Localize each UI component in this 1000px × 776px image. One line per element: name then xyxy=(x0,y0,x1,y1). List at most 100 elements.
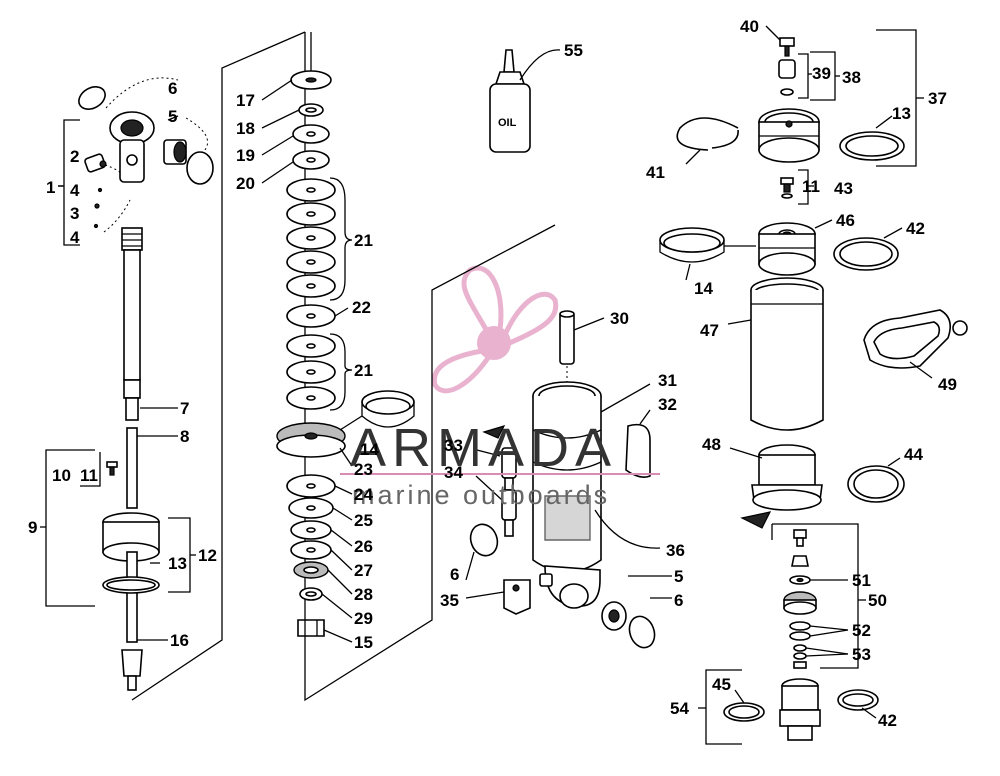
callout-11a: 11 xyxy=(80,466,98,485)
callout-20: 20 xyxy=(236,174,255,193)
shaft-7 xyxy=(121,227,143,421)
callout-3: 3 xyxy=(70,204,79,223)
ring-13-right xyxy=(839,131,905,161)
callout-12: 12 xyxy=(198,546,217,565)
callout-15: 15 xyxy=(354,633,373,652)
valve-30 xyxy=(559,310,575,365)
bushing-5-center xyxy=(601,601,627,631)
eye-housing-1 xyxy=(109,111,155,183)
spring-4a xyxy=(97,187,103,193)
callout-1: 1 xyxy=(46,178,55,197)
bushing-5 xyxy=(163,139,187,165)
callout-5b: 5 xyxy=(674,567,683,586)
o-ring-6-center-right xyxy=(628,615,656,649)
callout-42a: 42 xyxy=(906,219,925,238)
ring-45 xyxy=(723,702,765,722)
callout-13b: 13 xyxy=(892,104,911,123)
valve-body-54 xyxy=(779,678,821,741)
callout-27: 27 xyxy=(354,561,373,580)
screw-40 xyxy=(779,37,795,57)
callout-6c: 6 xyxy=(674,591,683,610)
callout-41: 41 xyxy=(646,163,665,182)
elbow-35 xyxy=(503,579,531,615)
screw-11-right xyxy=(780,177,794,199)
callout-35: 35 xyxy=(440,591,459,610)
sleeve-47 xyxy=(750,277,824,431)
ring-42-bottom xyxy=(837,689,879,711)
piston-46 xyxy=(758,222,816,276)
callout-21b: 21 xyxy=(354,361,373,380)
callout-36: 36 xyxy=(666,541,685,560)
o-ring-6-right xyxy=(186,151,214,185)
callout-39: 39 xyxy=(812,64,831,83)
callout-46: 46 xyxy=(836,211,855,230)
bumper-16 xyxy=(121,649,143,691)
watermark-text: ARMADA marine outboards xyxy=(340,418,660,510)
ring-14-middle xyxy=(361,390,415,428)
callout-52: 52 xyxy=(852,621,871,640)
ball-3 xyxy=(94,203,100,209)
spring-4b xyxy=(93,223,99,229)
callout-10: 10 xyxy=(52,466,71,485)
callout-13a: 13 xyxy=(168,554,187,573)
callout-8: 8 xyxy=(180,427,189,446)
valve-core-39 xyxy=(778,59,796,96)
callout-48: 48 xyxy=(702,435,721,454)
callout-40: 40 xyxy=(740,17,759,36)
watermark-brand: ARMADA xyxy=(350,418,617,478)
callout-labels: 1 2 3 4 4 5 6 7 8 9 10 11 12 13 16 17 18… xyxy=(28,17,957,730)
o-ring-6-top xyxy=(78,86,106,110)
callout-9: 9 xyxy=(28,518,37,537)
callout-19: 19 xyxy=(236,146,255,165)
oil-bottle-label: OIL xyxy=(498,117,517,129)
callout-23: 23 xyxy=(354,460,373,479)
callout-29: 29 xyxy=(354,609,373,628)
callout-38: 38 xyxy=(842,68,861,87)
callout-24: 24 xyxy=(354,485,373,504)
oil-bottle-55: OIL xyxy=(489,49,531,153)
snap-ring-41 xyxy=(676,117,739,151)
frame-line-left xyxy=(131,31,306,701)
rod-8 xyxy=(126,427,138,509)
callout-6b: 6 xyxy=(450,565,459,584)
cap-37 xyxy=(758,108,820,163)
fitting-33-34 xyxy=(501,447,517,537)
callout-6a: 6 xyxy=(168,79,177,98)
callout-25: 25 xyxy=(354,511,373,530)
callout-50: 50 xyxy=(868,591,887,610)
callout-45: 45 xyxy=(712,675,731,694)
callout-44: 44 xyxy=(904,445,923,464)
callout-4b: 4 xyxy=(70,228,80,247)
callout-53: 53 xyxy=(852,645,871,664)
callout-22: 22 xyxy=(352,298,371,317)
callout-47: 47 xyxy=(700,321,719,340)
callout-54: 54 xyxy=(670,699,689,718)
watermark-tagline: marine outboards xyxy=(352,480,610,510)
shim-stack xyxy=(276,70,346,637)
callout-55: 55 xyxy=(564,41,583,60)
callout-2: 2 xyxy=(70,147,79,166)
callout-26: 26 xyxy=(354,537,373,556)
callout-17: 17 xyxy=(236,91,255,110)
cap-48 xyxy=(751,444,823,511)
callout-11b: 11 xyxy=(802,177,820,196)
callout-43: 43 xyxy=(834,179,853,198)
callout-14b: 14 xyxy=(694,279,713,298)
screw-50 xyxy=(793,529,807,547)
callout-28: 28 xyxy=(354,585,373,604)
arrow-marker-right xyxy=(740,511,772,529)
strap-49 xyxy=(863,309,968,369)
valve-stack-50 xyxy=(783,555,817,669)
callout-34: 34 xyxy=(444,463,463,482)
callout-32: 32 xyxy=(658,395,677,414)
callout-31: 31 xyxy=(658,371,677,390)
screw-11-left xyxy=(106,461,118,476)
reservoir-body-31 xyxy=(532,381,602,609)
watermark-propeller-logo xyxy=(431,265,559,394)
callout-33: 33 xyxy=(444,436,463,455)
callout-30: 30 xyxy=(610,309,629,328)
ring-44 xyxy=(847,465,905,503)
callout-4a: 4 xyxy=(70,181,80,200)
callout-51: 51 xyxy=(852,571,871,590)
